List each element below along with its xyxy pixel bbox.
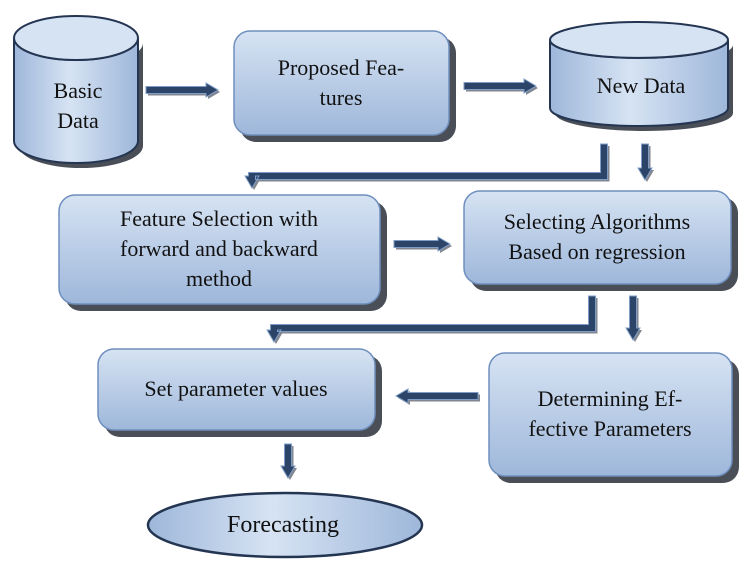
arrow-proposed-features-to-new-data [463, 78, 537, 94]
feature-selection-node: Feature Selection with forward and backw… [58, 194, 388, 312]
basic-data-node: Basic Data [12, 14, 144, 169]
arrow-determining-parameters-to-set-parameter-values [395, 388, 479, 404]
selecting-algorithms-label: Selecting Algorithms Based on regression [503, 209, 691, 264]
arrow-selecting-algorithms-to-determining-parameters [625, 295, 641, 341]
proposed-features-box [233, 30, 456, 142]
basic-data-label: Basic Data [53, 78, 103, 133]
arrow-shadow [247, 146, 610, 190]
selecting-algorithms-box [463, 190, 738, 291]
arrow-shadow [269, 298, 598, 344]
arrow-set-parameter-values-to-forecasting [280, 443, 296, 479]
forecasting-label: Forecasting [227, 512, 339, 538]
arrow-new-data-to-selecting-algorithms [637, 143, 653, 181]
arrow-new-data-to-feature-selection [244, 143, 608, 189]
arrow-selecting-algorithms-to-set-parameter-values [266, 295, 596, 343]
set-parameter-values-node: Set parameter values [97, 348, 383, 438]
proposed-features-node: Proposed Fea- tures [233, 30, 457, 143]
determining-parameters-box [488, 352, 739, 483]
arrow-feature-selection-to-selecting-algorithms [393, 236, 451, 252]
proposed-features-label: Proposed Fea- tures [277, 54, 405, 110]
determining-parameters-label: Determining Ef- fective Parameters [528, 386, 692, 441]
forecasting-node: Forecasting [145, 490, 425, 560]
feature-selection-box [58, 194, 387, 311]
database-icon [549, 21, 733, 131]
set-parameter-values-box [97, 348, 382, 437]
determining-parameters-node: Determining Ef- fective Parameters [488, 352, 740, 484]
new-data-node: New Data [548, 20, 734, 132]
new-data-label: New Data [596, 73, 686, 98]
arrow-basic-data-to-proposed-features [145, 82, 219, 98]
selecting-algorithms-node: Selecting Algorithms Based on regression [463, 190, 739, 292]
set-parameter-values-label: Set parameter values [144, 376, 328, 401]
feature-selection-label: Feature Selection with forward and backw… [120, 206, 318, 291]
database-icon [13, 15, 143, 168]
forecasting-ellipse [146, 491, 424, 559]
